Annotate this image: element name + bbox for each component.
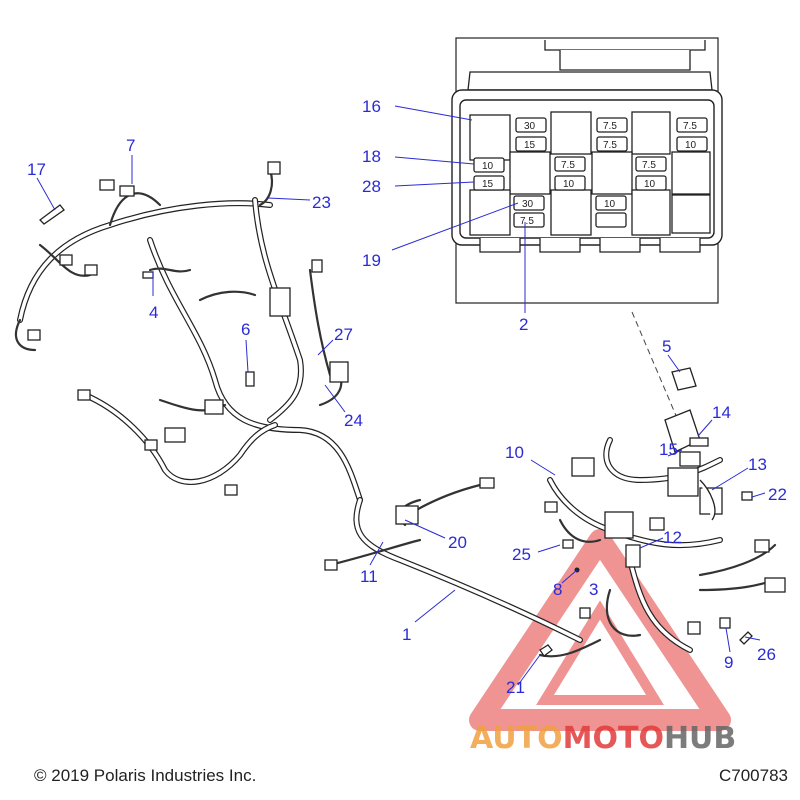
fuse-7-5-c: 7.5 (676, 117, 708, 133)
fuse-7-5-b: 7.5 (596, 136, 628, 152)
callout-6: 6 (241, 320, 250, 339)
callout-16: 16 (362, 97, 381, 116)
svg-text:7.5: 7.5 (642, 160, 656, 171)
callout-4: 4 (149, 303, 158, 322)
center-trunk (324, 477, 602, 658)
svg-text:10: 10 (685, 140, 697, 151)
fuse-10-b: 10 (473, 157, 505, 173)
callout-26: 26 (757, 645, 776, 664)
callout-5: 5 (662, 337, 671, 356)
callout-10: 10 (505, 443, 524, 462)
fuse-10-e: 10 (595, 195, 627, 211)
fuse-10-a: 10 (676, 136, 708, 152)
fuse-7-5-e: 7.5 (635, 156, 667, 172)
callouts: 1 2 3 4 5 6 7 8 9 10 11 12 13 14 15 16 1… (27, 97, 787, 697)
svg-text:30: 30 (524, 121, 536, 132)
svg-text:10: 10 (482, 161, 494, 172)
svg-text:30: 30 (522, 199, 534, 210)
svg-text:10: 10 (604, 199, 616, 210)
callout-13: 13 (748, 455, 767, 474)
callout-25: 25 (512, 545, 531, 564)
svg-text:AUTOMOTOHUB: AUTOMOTOHUB (470, 721, 736, 756)
fuse-30-bottom: 30 (513, 195, 545, 211)
main-harness (14, 161, 363, 503)
callout-2: 2 (519, 315, 528, 334)
fuse-7-5-a: 7.5 (596, 117, 628, 133)
callout-20: 20 (448, 533, 467, 552)
svg-text:7.5: 7.5 (561, 160, 575, 171)
leader-lines (36, 105, 766, 686)
fuse-7-5-d: 7.5 (554, 156, 586, 172)
callout-28: 28 (362, 177, 381, 196)
callout-1: 1 (402, 625, 411, 644)
callout-17: 17 (27, 160, 46, 179)
callout-22: 22 (768, 485, 787, 504)
callout-7: 7 (126, 136, 135, 155)
drawing-number: C700783 (718, 766, 788, 785)
callout-15: 15 (659, 440, 678, 459)
callout-19: 19 (362, 251, 381, 270)
svg-text:7.5: 7.5 (520, 216, 534, 227)
callout-8: 8 (553, 580, 562, 599)
callout-14: 14 (712, 403, 731, 422)
callout-11: 11 (360, 567, 378, 586)
fuse-15-mid: 15 (473, 175, 505, 191)
fuse-30-top: 30 (515, 117, 547, 133)
right-harness (539, 367, 786, 657)
svg-text:15: 15 (482, 179, 494, 190)
fuse-15-top: 15 (515, 136, 547, 152)
svg-text:7.5: 7.5 (603, 140, 617, 151)
svg-text:15: 15 (524, 140, 536, 151)
fuse-10-d: 10 (635, 175, 667, 191)
fuse-10-f (595, 212, 627, 228)
watermark-text: AUTOMOTOHUB (470, 721, 736, 756)
svg-text:7.5: 7.5 (683, 121, 697, 132)
callout-12: 12 (663, 528, 682, 547)
svg-text:10: 10 (563, 179, 575, 190)
callout-3: 3 (589, 580, 598, 599)
callout-24: 24 (344, 411, 363, 430)
fuse-7-5-f: 7.5 (513, 212, 545, 228)
callout-21: 21 (506, 678, 525, 697)
svg-text:7.5: 7.5 (603, 121, 617, 132)
fuse-10-c: 10 (554, 175, 586, 191)
callout-9: 9 (724, 653, 733, 672)
callout-27: 27 (334, 325, 353, 344)
copyright-text: © 2019 Polaris Industries Inc. (34, 766, 257, 785)
fuse-box-inset: 30 15 7.5 7.5 7.5 10 10 7.5 (451, 37, 723, 304)
callout-18: 18 (362, 147, 381, 166)
callout-23: 23 (312, 193, 331, 212)
svg-text:10: 10 (644, 179, 656, 190)
